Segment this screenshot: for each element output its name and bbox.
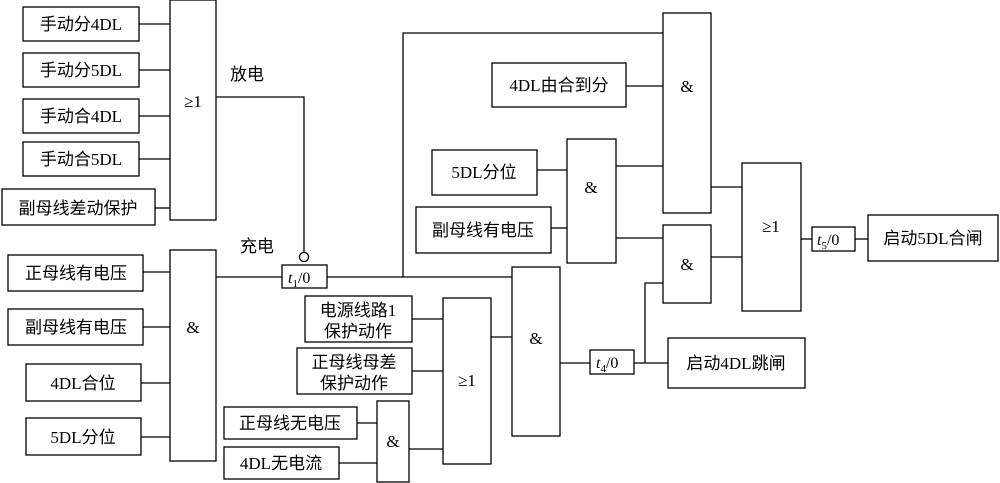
inversion-bubble	[298, 251, 310, 263]
input-label: 手动分5DL	[40, 61, 122, 80]
timer-t1-label: t1/0	[288, 270, 310, 290]
input-label: 4DL合位	[50, 374, 115, 393]
input-label: 4DL无电流	[240, 454, 322, 473]
input-label: 5DL分位	[451, 163, 516, 182]
input-label: 副母线有电压	[25, 318, 127, 337]
input-main-bus-diff-protect: 正母线母差 保护动作	[296, 347, 413, 395]
and-gate-symbol: &	[680, 255, 693, 274]
timer-rest: /0	[298, 270, 310, 287]
input-label: 正母线无电压	[239, 414, 341, 433]
input-label: 副母线差动保护	[19, 199, 138, 218]
input-4dl-close-to-open: 4DL由合到分	[491, 62, 627, 108]
input-aux-bus-voltage-b: 副母线有电压	[415, 206, 552, 254]
and-gate-middle-right: &	[566, 138, 617, 264]
input-main-bus-voltage: 正母线有电压	[7, 254, 144, 292]
input-label: 正母线母差	[312, 353, 397, 372]
or-gate-2: ≥1	[442, 297, 492, 465]
input-label: 5DL分位	[50, 428, 115, 447]
output-start-4dl-trip: 启动4DL跳闸	[667, 337, 806, 389]
output-start-5dl-close: 启动5DL合闸	[867, 214, 999, 262]
input-main-bus-no-voltage: 正母线无电压	[223, 406, 358, 440]
timer-t4: t4/0	[589, 349, 635, 375]
input-4dl-closed: 4DL合位	[25, 363, 142, 402]
input-label: 电源线路1	[320, 301, 397, 320]
input-line1-protect: 电源线路1 保护动作	[304, 295, 413, 343]
input-manual-open-5dl: 手动分5DL	[22, 52, 140, 88]
timer-t5-label: t5/0	[817, 232, 839, 252]
input-label: 手动分4DL	[40, 15, 122, 34]
timer-sub: 5	[821, 240, 827, 252]
or-gate-symbol: ≥1	[184, 92, 202, 111]
input-aux-bus-diff-protect: 副母线差动保护	[1, 188, 156, 226]
and-gate-lower-right: &	[662, 224, 712, 304]
or-gate-3: ≥1	[741, 162, 802, 312]
wires	[139, 23, 868, 464]
timer-var: t	[817, 232, 822, 249]
input-manual-open-4dl: 手动分4DL	[22, 6, 140, 42]
and-gate-symbol: &	[529, 329, 542, 348]
timer-var: t	[596, 355, 601, 372]
input-5dl-open-b: 5DL分位	[431, 149, 538, 196]
input-manual-close-4dl: 手动合4DL	[22, 98, 140, 134]
input-label: 副母线有电压	[432, 221, 534, 240]
timer-rest: /0	[606, 355, 618, 372]
and-gate-3: &	[511, 266, 561, 437]
or-gate-1: ≥1	[169, 0, 217, 221]
timer-rest: /0	[827, 232, 839, 249]
and-gate-small: &	[376, 400, 410, 483]
input-aux-bus-voltage: 副母线有电压	[7, 308, 144, 346]
timer-sub: 4	[600, 363, 606, 375]
charge-label: 充电	[240, 237, 274, 256]
timer-t4-label: t4/0	[596, 355, 618, 375]
timer-t5: t5/0	[811, 226, 856, 252]
input-label: 保护动作	[324, 322, 392, 341]
input-label: 手动合5DL	[40, 150, 122, 169]
input-5dl-open: 5DL分位	[25, 417, 142, 456]
input-label: 手动合4DL	[40, 107, 122, 126]
input-label: 正母线有电压	[25, 264, 127, 283]
or-gate-symbol: ≥1	[458, 371, 476, 390]
input-label: 4DL由合到分	[509, 76, 608, 95]
and-gate-symbol: &	[680, 77, 693, 96]
and-gate-symbol: &	[584, 178, 597, 197]
timer-t1: t1/0	[281, 264, 328, 290]
input-label: 保护动作	[320, 374, 388, 393]
timer-sub: 1	[292, 278, 298, 290]
or-gate-symbol: ≥1	[762, 217, 780, 236]
discharge-label: 放电	[230, 65, 264, 84]
and-gate-symbol: &	[386, 432, 399, 451]
and-gate-symbol: &	[186, 318, 199, 337]
and-gate-1: &	[169, 249, 217, 462]
timer-var: t	[288, 270, 293, 287]
input-4dl-no-current: 4DL无电流	[223, 446, 340, 480]
and-gate-upper: &	[662, 12, 712, 214]
output-label: 启动5DL合闸	[883, 229, 982, 248]
input-manual-close-5dl: 手动合5DL	[22, 141, 140, 177]
output-label: 启动4DL跳闸	[686, 354, 785, 373]
